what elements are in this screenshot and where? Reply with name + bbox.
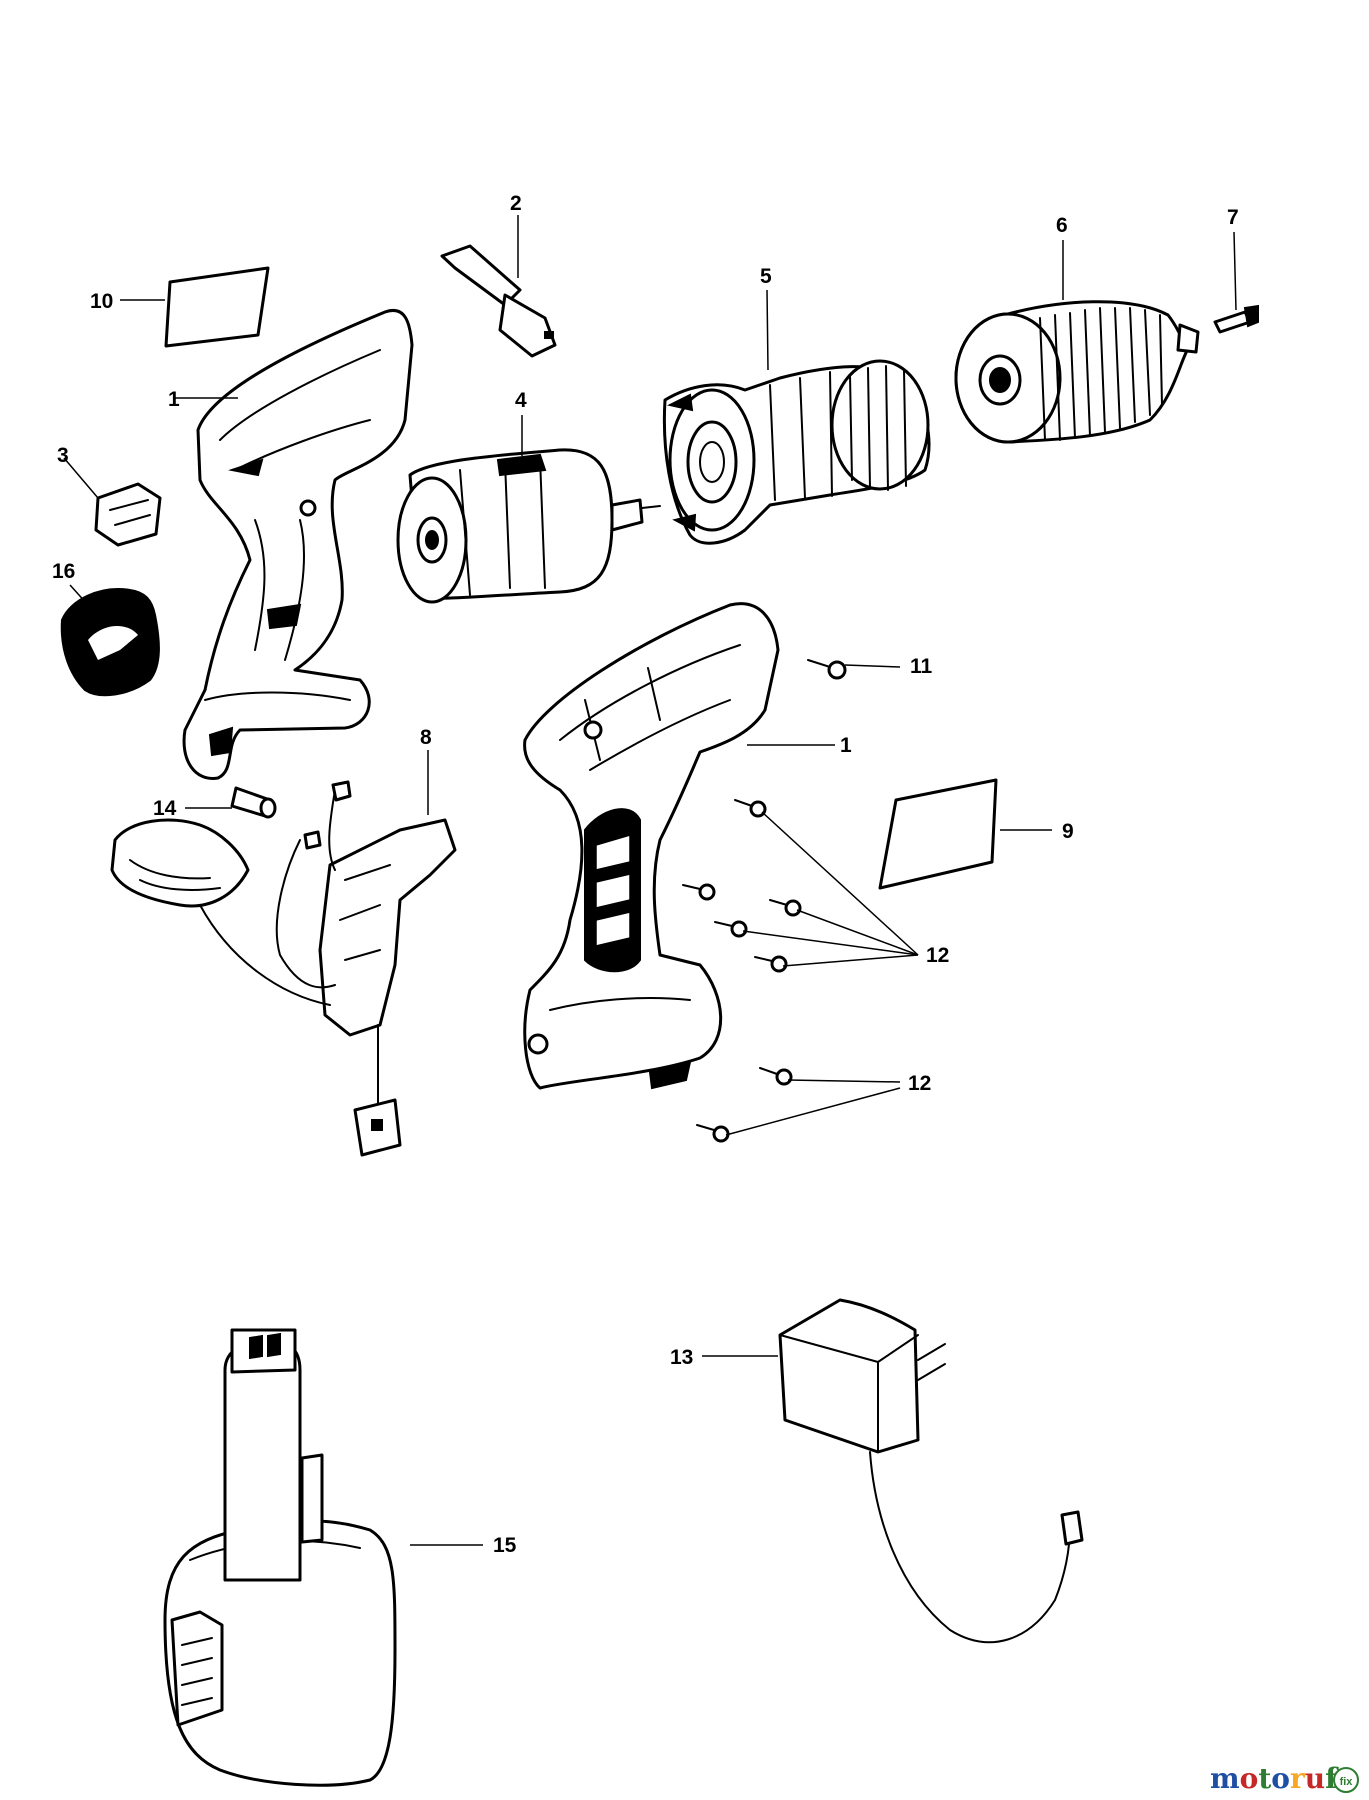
callout-14: 14: [153, 797, 177, 820]
part-8-switch-assembly: [110, 780, 457, 1157]
part-12-screws: [682, 799, 802, 1143]
part-9-label-plate: [878, 778, 998, 890]
callout-8: 8: [420, 726, 432, 749]
callout-16: 16: [52, 560, 75, 583]
part-16-grip-pad: [60, 588, 160, 697]
callout-11: 11: [910, 655, 933, 678]
callout-5: 5: [760, 265, 772, 288]
leader-lines: [63, 215, 1237, 1546]
part-2-brush: [440, 244, 557, 358]
part-14-pin: [230, 786, 277, 819]
callout-12-bottom: 12: [908, 1072, 931, 1095]
callout-10: 10: [90, 290, 113, 313]
svg-text:motoruf: motoruf: [1210, 1762, 1339, 1795]
callout-12-top: 12: [926, 944, 949, 967]
part-1-housing-right: [523, 602, 780, 1090]
watermark-badge-text: fix: [1340, 1776, 1354, 1788]
callout-15: 15: [493, 1534, 517, 1557]
part-11-screw: [807, 659, 847, 680]
part-13-charger: [778, 1298, 1084, 1644]
part-10-label-plate: [164, 266, 270, 348]
part-15-battery-pack: [163, 1328, 397, 1787]
watermark-letter: t: [1258, 1762, 1271, 1795]
callout-2: 2: [510, 192, 522, 215]
watermark-letter: u: [1305, 1762, 1325, 1795]
callouts: 10 2 1 3 4 5 6 7 16 11 1 9 14 8 12 12 13…: [52, 192, 1239, 1557]
callout-13: 13: [670, 1346, 693, 1369]
callout-4: 4: [515, 389, 527, 412]
watermark-letter: m: [1210, 1762, 1240, 1795]
callout-1-housing-left: 1: [168, 388, 180, 411]
callout-1-housing-right: 1: [840, 734, 852, 757]
watermark-badge: [1333, 1767, 1359, 1793]
part-3-clip: [94, 482, 162, 547]
part-1-housing-left: [182, 308, 414, 780]
callout-3: 3: [57, 444, 69, 467]
part-5-gearbox: [662, 359, 931, 545]
callout-7: 7: [1227, 206, 1239, 229]
part-6-chuck: [954, 300, 1200, 444]
watermark-letter: o: [1271, 1762, 1290, 1795]
watermark-letter: r: [1290, 1762, 1306, 1795]
callout-6: 6: [1056, 214, 1068, 237]
part-7-screw: [1213, 304, 1259, 334]
watermark-logo: motoruf fix: [1210, 1762, 1359, 1795]
watermark-letter: o: [1240, 1762, 1259, 1795]
callout-9: 9: [1062, 820, 1074, 843]
part-4-motor: [396, 448, 661, 604]
